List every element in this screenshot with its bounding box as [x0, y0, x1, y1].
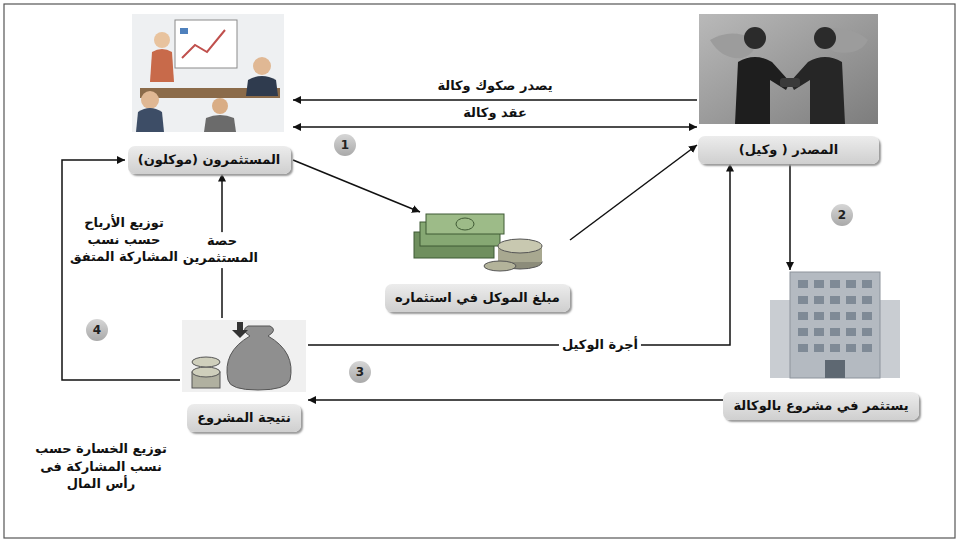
- edge-label: يصدر صكوك وكالة: [434, 77, 555, 96]
- handshake-picture: [699, 14, 878, 124]
- label-box: المستثمرون (موكلون): [128, 146, 291, 174]
- connector-arrow: [308, 399, 723, 401]
- connector-arrow: [789, 164, 791, 271]
- picture-node: مبلغ الموكل في استثماره: [385, 212, 570, 312]
- building-picture: [770, 272, 900, 378]
- connector-arrow: [570, 145, 697, 240]
- money-picture: [414, 214, 542, 271]
- label-box: المصدر ( وكيل): [698, 136, 879, 164]
- edge-label: عقد وكالة: [460, 104, 530, 123]
- connector-arrow: [308, 164, 730, 346]
- picture-space: [180, 318, 308, 398]
- callout-number: 2: [831, 204, 853, 226]
- edge-label: حصة المستثمرين: [183, 232, 261, 268]
- picture-space: [385, 212, 570, 278]
- connector-arrow: [62, 160, 180, 380]
- connector-arrow: [293, 126, 697, 128]
- money-bag-picture: [182, 320, 306, 392]
- callout-number: 1: [334, 134, 356, 156]
- node-text: المصدر ( وكيل): [739, 141, 838, 159]
- picture-node: المستثمرون (موكلون): [125, 12, 293, 174]
- node-text: مبلغ الموكل في استثماره: [395, 289, 560, 307]
- label-box: نتيجة المشروع: [187, 404, 301, 432]
- label-box: يستثمر في مشروع بالوكالة: [723, 392, 919, 420]
- edge-label: توزيع الأرباح حسب نسب المشاركة المتفق: [66, 214, 182, 267]
- note-text: توزيع الخسارة حسب نسب المشاركة فى رأس ال…: [26, 440, 176, 493]
- edge-label: أجرة الوكيل: [559, 336, 641, 355]
- callout-number: 3: [349, 361, 371, 383]
- connector-arrow: [293, 160, 420, 212]
- connector-arrow: [293, 99, 697, 101]
- label-box: مبلغ الموكل في استثماره: [385, 284, 570, 312]
- meeting-picture: [132, 14, 284, 132]
- picture-node: يستثمر في مشروع بالوكالة: [723, 270, 919, 420]
- picture-space: [697, 12, 880, 130]
- picture-space: [723, 270, 919, 386]
- picture-space: [125, 12, 293, 140]
- outer-frame: [4, 4, 955, 538]
- node-text: نتيجة المشروع: [197, 409, 291, 427]
- node-text: المستثمرون (موكلون): [138, 151, 281, 169]
- picture-node: نتيجة المشروع: [180, 318, 308, 432]
- picture-node: المصدر ( وكيل): [697, 12, 880, 164]
- node-text: يستثمر في مشروع بالوكالة: [733, 397, 908, 415]
- callout-number: 4: [86, 319, 108, 341]
